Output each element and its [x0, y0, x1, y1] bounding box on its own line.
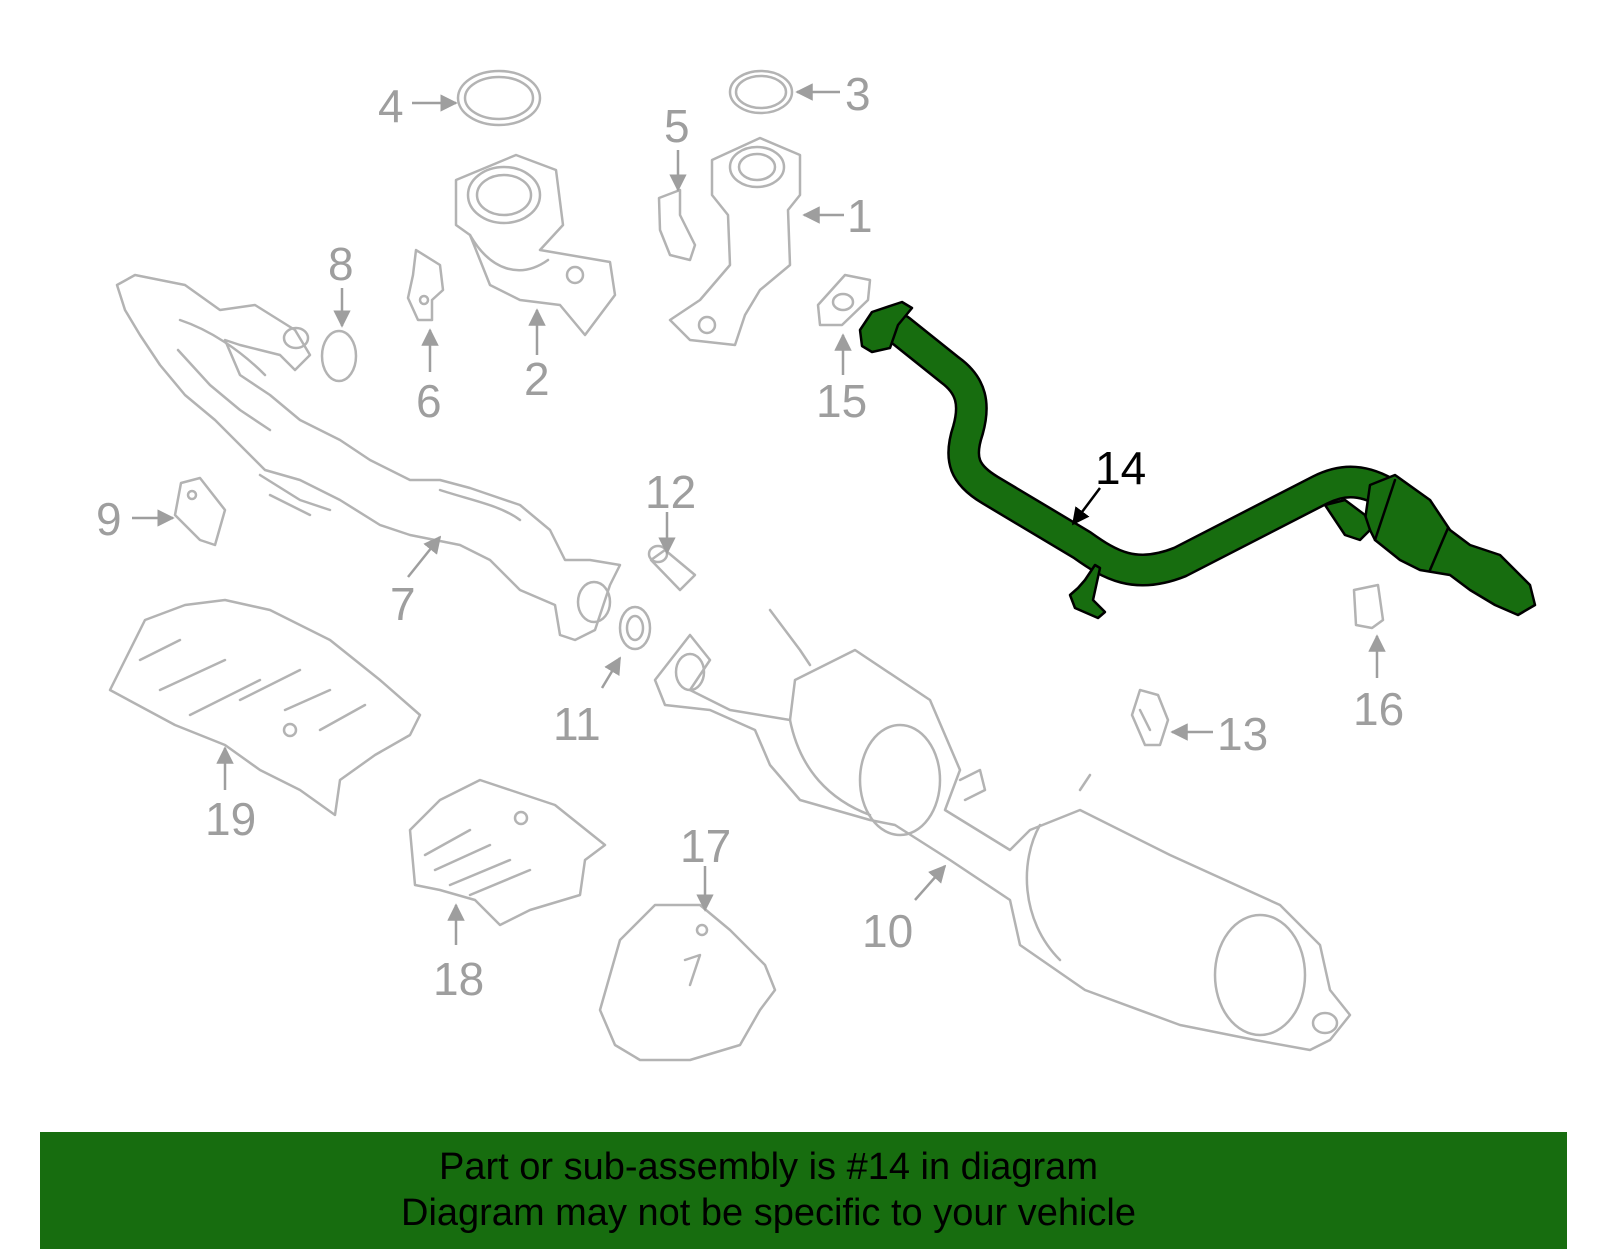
callout-6[interactable]: 6 — [416, 375, 442, 427]
callout-9[interactable]: 9 — [96, 493, 122, 545]
part-10-muffler-assembly[interactable] — [653, 608, 1352, 1052]
callout-11[interactable]: 11 — [553, 698, 601, 750]
part-8-o-ring[interactable] — [320, 329, 358, 383]
part-7-front-pipe[interactable] — [115, 273, 622, 642]
callout-5[interactable]: 5 — [664, 100, 690, 152]
part-11-gasket[interactable] — [618, 605, 652, 651]
part-17-heat-shield[interactable] — [598, 903, 777, 1062]
part-13-insulator[interactable] — [1130, 688, 1170, 747]
callout-8[interactable]: 8 — [328, 238, 354, 290]
callout-12[interactable]: 12 — [645, 466, 696, 518]
part-5-bracket[interactable] — [657, 188, 697, 262]
banner-line-1: Part or sub-assembly is #14 in diagram — [439, 1146, 1098, 1188]
part-4-gasket[interactable] — [456, 69, 542, 127]
callout-3[interactable]: 3 — [845, 68, 871, 120]
part-19-heat-shield[interactable] — [108, 598, 422, 817]
part-18-heat-shield[interactable] — [408, 778, 607, 927]
callout-19[interactable]: 19 — [205, 793, 256, 845]
part-9-bracket[interactable] — [173, 476, 227, 547]
part-6-bracket[interactable] — [406, 248, 445, 322]
leader-lines — [132, 83, 1386, 945]
callout-15[interactable]: 15 — [816, 375, 867, 427]
callout-16[interactable]: 16 — [1353, 683, 1404, 735]
part-12-bushing[interactable] — [647, 544, 697, 592]
callout-18[interactable]: 18 — [433, 953, 484, 1005]
banner-line-2: Diagram may not be specific to your vehi… — [401, 1192, 1136, 1234]
part-3-gasket[interactable] — [728, 69, 794, 115]
callout-numbers: 1 2 3 4 5 6 7 8 9 10 11 12 13 14 15 16 1… — [96, 68, 1404, 1005]
callout-7[interactable]: 7 — [390, 578, 416, 630]
part-15-gasket[interactable] — [816, 273, 872, 327]
callout-17[interactable]: 17 — [680, 820, 731, 872]
part-14-exhaust-pipe-highlighted[interactable] — [858, 300, 1537, 620]
part-2-catalytic-converter[interactable] — [454, 153, 617, 337]
part-16-clip[interactable] — [1352, 583, 1385, 630]
part-1-catalytic-converter[interactable] — [668, 136, 802, 347]
callout-13[interactable]: 13 — [1217, 708, 1268, 760]
callout-2[interactable]: 2 — [524, 353, 550, 405]
callout-4[interactable]: 4 — [378, 80, 404, 132]
info-banner: Part or sub-assembly is #14 in diagram D… — [40, 1132, 1567, 1249]
callout-10[interactable]: 10 — [862, 905, 913, 957]
callout-1[interactable]: 1 — [847, 190, 873, 242]
callout-14[interactable]: 14 — [1095, 442, 1146, 494]
